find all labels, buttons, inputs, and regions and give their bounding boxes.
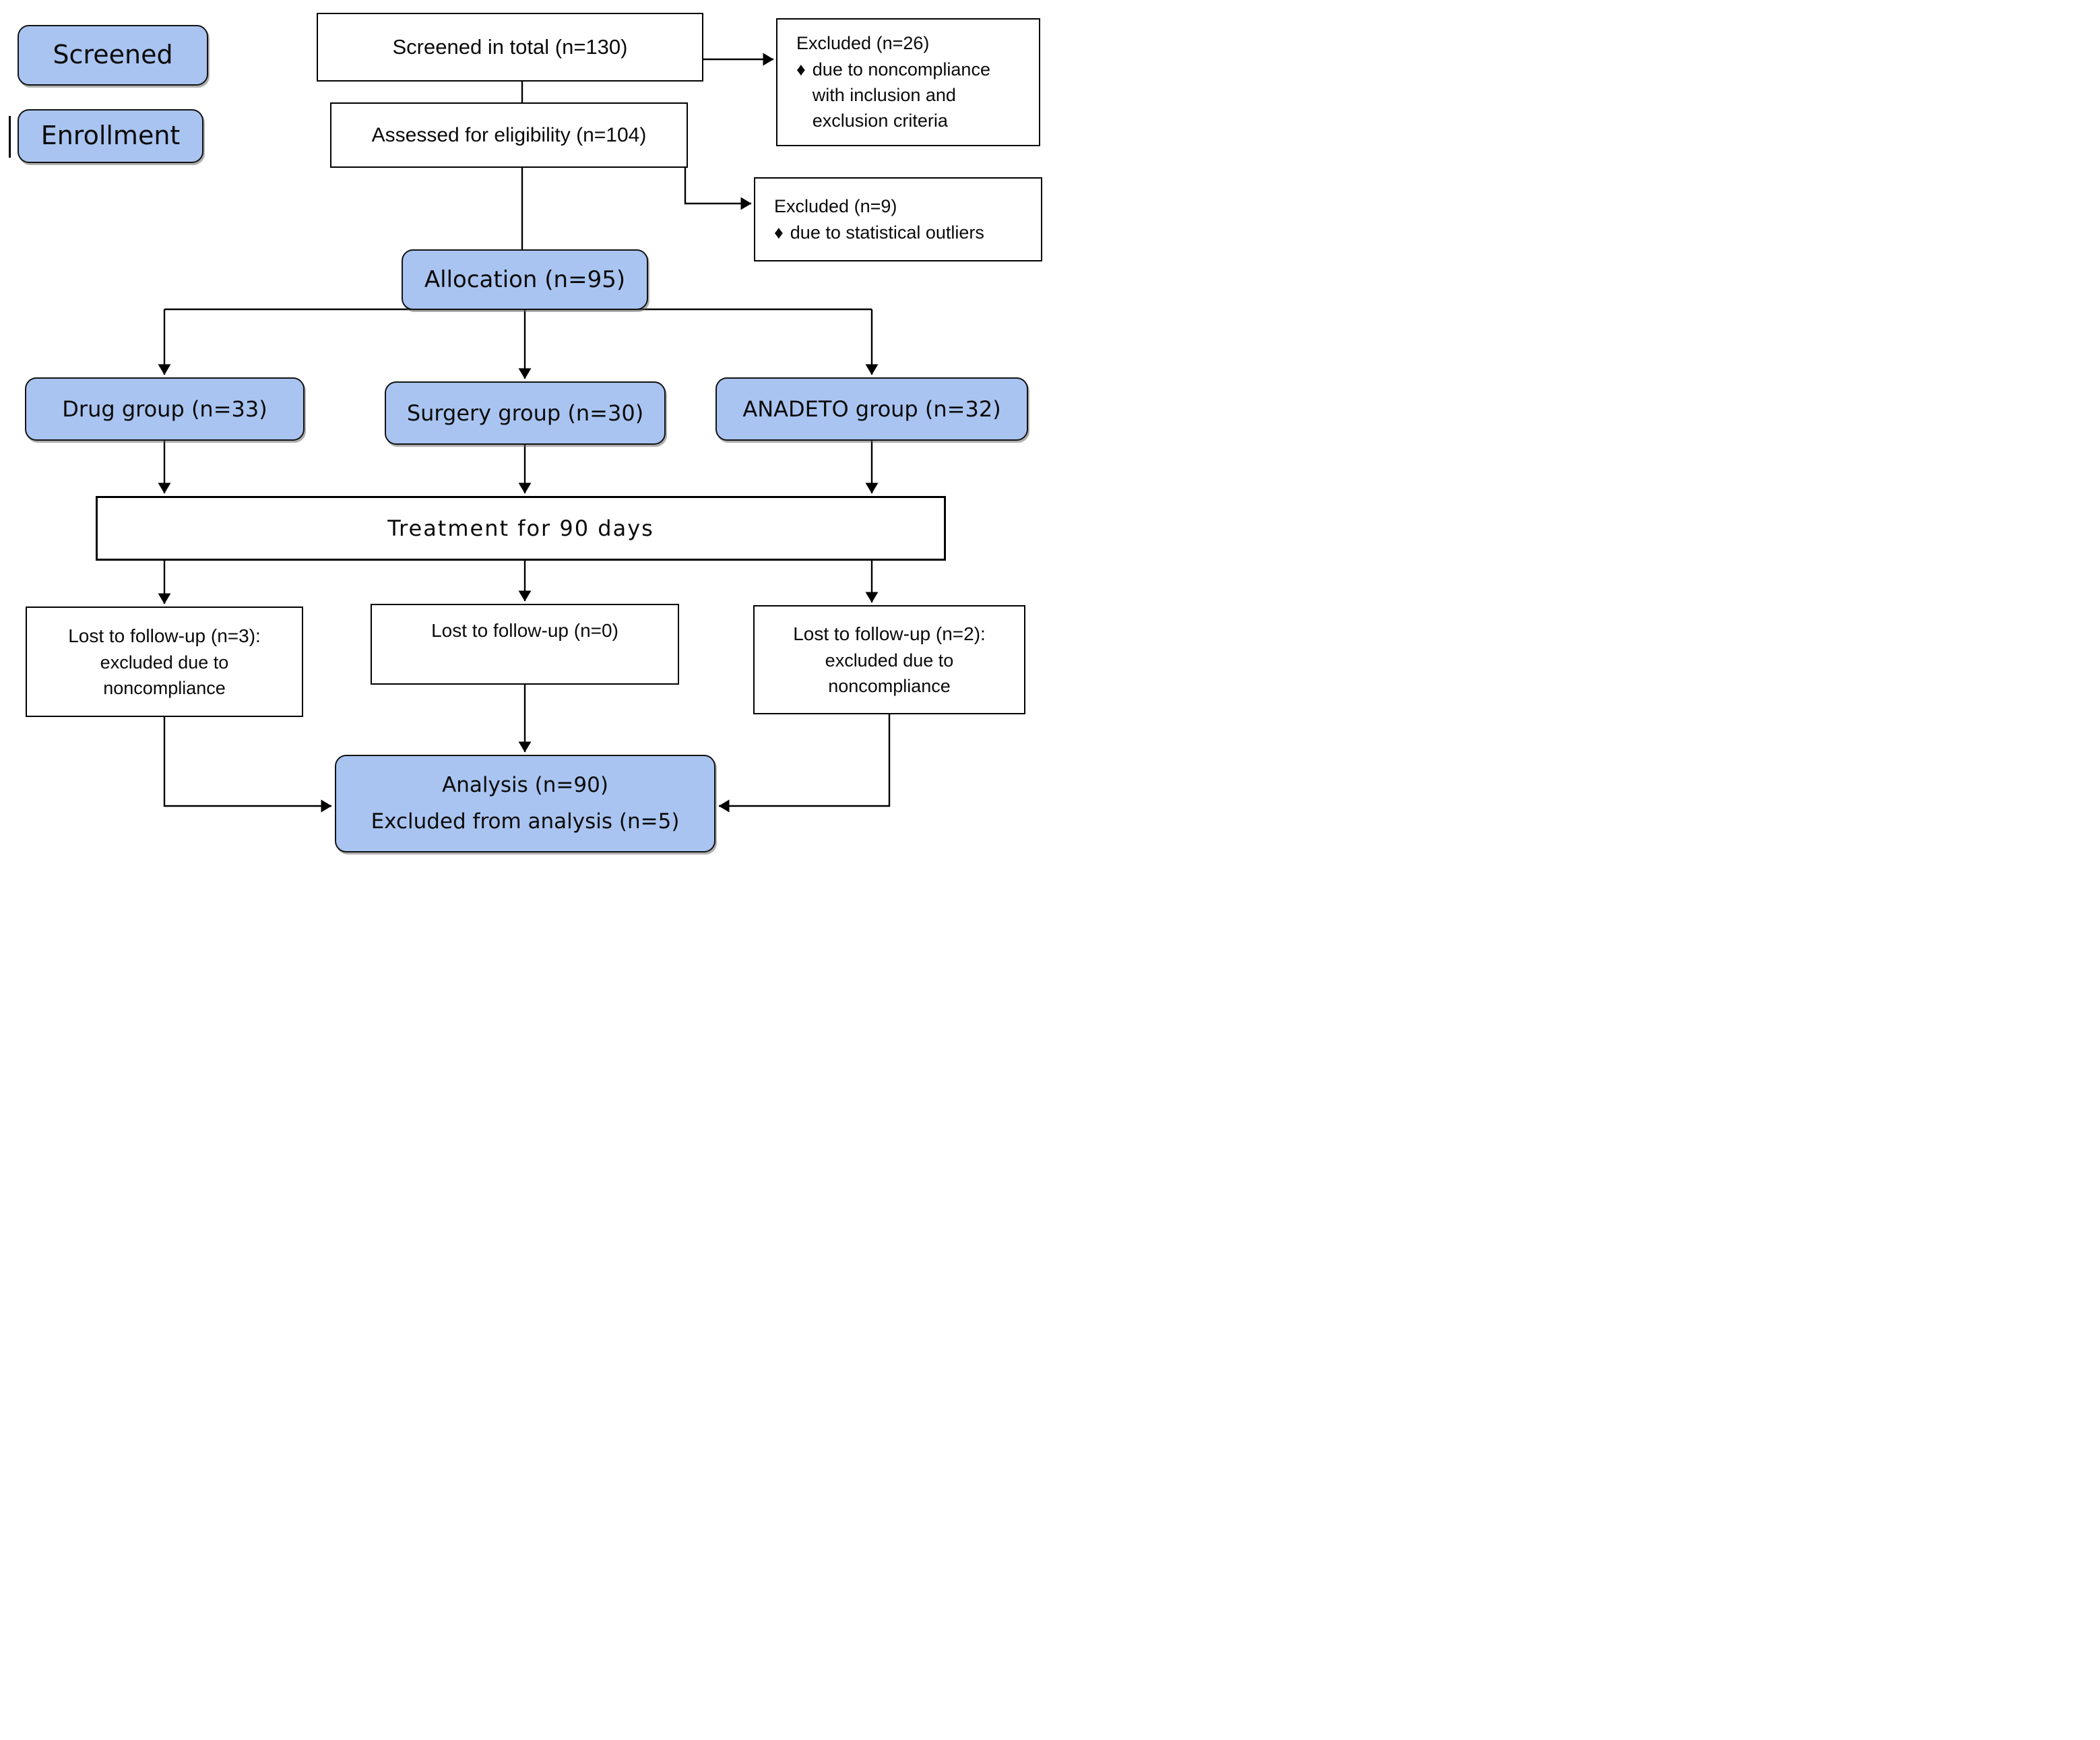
node-assessed-eligibility: Assessed for eligibility (n=104): [330, 102, 688, 168]
excluded-screening-title: Excluded (n=26): [796, 33, 930, 54]
lost-drug-line1: Lost to follow-up (n=3):: [68, 625, 261, 646]
node-analysis-line1: Analysis (n=90): [442, 773, 608, 798]
stage-label-enrollment: Enrollment: [18, 109, 203, 163]
arrow-lost-anadeto-to-analysis: [718, 714, 891, 813]
excluded-eligibility-title: Excluded (n=9): [774, 196, 897, 217]
stage-label-screened-text: Screened: [53, 40, 173, 70]
excluded-screening-reason: ♦ due to noncompliance with inclusion an…: [796, 57, 990, 134]
node-lost-followup-surgery: Lost to follow-up (n=0): [371, 604, 679, 685]
node-excluded-screening: Excluded (n=26) ♦ due to noncompliance w…: [776, 18, 1040, 146]
excluded-screening-reason-line: with inclusion and: [812, 85, 956, 105]
node-assessed-eligibility-text: Assessed for eligibility (n=104): [371, 123, 647, 146]
consort-flow-diagram: Screened Enrollment Screened in total (n…: [0, 0, 1050, 870]
node-anadeto-group: ANADETO group (n=32): [715, 377, 1028, 441]
node-allocation: Allocation (n=95): [402, 249, 648, 310]
lost-surgery-line1: Lost to follow-up (n=0): [431, 620, 618, 641]
node-surgery-group: Surgery group (n=30): [385, 381, 666, 445]
node-screened-total: Screened in total (n=130): [317, 13, 703, 82]
enrollment-tick-line: [9, 116, 11, 158]
node-lost-followup-anadeto: Lost to follow-up (n=2): excluded due to…: [753, 605, 1025, 714]
excluded-screening-reason-line: due to noncompliance: [812, 59, 990, 80]
excluded-eligibility-reason: ♦ due to statistical outliers: [774, 220, 984, 245]
node-anadeto-group-text: ANADETO group (n=32): [742, 396, 1001, 422]
diamond-bullet-icon: ♦: [774, 222, 784, 243]
node-drug-group-text: Drug group (n=33): [62, 396, 267, 422]
lost-anadeto-line2: excluded due to: [825, 650, 954, 671]
node-surgery-group-text: Surgery group (n=30): [406, 400, 644, 426]
node-analysis: Analysis (n=90) Excluded from analysis (…: [335, 755, 715, 852]
node-treatment: Treatment for 90 days: [96, 496, 946, 561]
stage-label-screened: Screened: [18, 25, 208, 86]
node-lost-followup-drug: Lost to follow-up (n=3): excluded due to…: [26, 607, 303, 717]
node-analysis-line2: Excluded from analysis (n=5): [371, 809, 680, 834]
arrow-lost-drug-to-analysis: [163, 717, 332, 813]
node-treatment-text: Treatment for 90 days: [387, 516, 654, 541]
lost-anadeto-line1: Lost to follow-up (n=2):: [793, 623, 986, 644]
stage-label-enrollment-text: Enrollment: [40, 121, 181, 151]
diamond-bullet-icon: ♦: [796, 59, 806, 80]
lost-drug-line2: excluded due to: [100, 652, 229, 673]
lost-anadeto-line3: noncompliance: [828, 675, 951, 696]
node-drug-group: Drug group (n=33): [25, 377, 305, 441]
excluded-screening-reason-line: exclusion criteria: [812, 111, 948, 131]
node-screened-total-text: Screened in total (n=130): [392, 34, 628, 59]
node-excluded-eligibility: Excluded (n=9) ♦ due to statistical outl…: [754, 177, 1042, 261]
lost-drug-line3: noncompliance: [103, 677, 226, 698]
excluded-eligibility-reason-line: due to statistical outliers: [790, 222, 984, 243]
node-allocation-text: Allocation (n=95): [424, 266, 626, 293]
arrow-assessed-to-excluded9: [684, 168, 752, 210]
